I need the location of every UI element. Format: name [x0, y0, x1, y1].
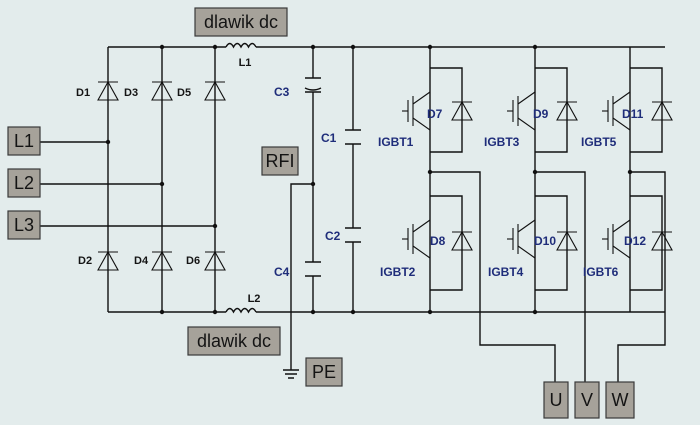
inductor-l2-label: L2: [248, 293, 261, 305]
igbt6-label: IGBT6: [583, 265, 619, 279]
rectifier-diode-d1: [97, 80, 119, 101]
rectifier-diode-d3: [151, 80, 173, 101]
rectifier-diode-d6: [204, 250, 226, 271]
diode-d11-label: D11: [622, 107, 644, 121]
diode-d3-label: D3: [124, 87, 138, 99]
diode-d4-label: D4: [134, 255, 149, 267]
svg-text:W: W: [612, 390, 629, 410]
dc-choke-bottom-label: dlawik dc: [187, 326, 281, 356]
inductor-top: [225, 42, 257, 49]
rfi-label: RFI: [261, 146, 299, 176]
capacitor-c3: [304, 77, 322, 93]
inductor-l1-label: L1: [239, 57, 252, 69]
capacitor-c1: [345, 129, 361, 145]
igbt5-label: IGBT5: [581, 135, 617, 149]
svg-text:U: U: [550, 390, 563, 410]
dc-bus-wires: [40, 46, 666, 382]
capacitor-c2: [345, 227, 361, 243]
inductor-bottom: [225, 307, 257, 314]
diode-d6-label: D6: [186, 255, 200, 267]
svg-text:dlawik dc: dlawik dc: [204, 12, 278, 32]
diode-d12-label: D12: [624, 234, 646, 248]
capacitor-c3-label: C3: [274, 85, 290, 99]
output-terminal-v: V: [574, 381, 600, 419]
junction-dots: [105, 44, 633, 315]
diode-d9-label: D9: [533, 107, 549, 121]
svg-text:L1: L1: [14, 131, 34, 151]
rectifier-diode-d4: [151, 250, 173, 271]
svg-text:V: V: [581, 390, 593, 410]
input-terminal-l2: L2: [7, 168, 41, 198]
svg-text:L2: L2: [14, 173, 34, 193]
output-terminal-u: U: [543, 381, 569, 419]
rectifier-diode-d5: [204, 80, 226, 101]
igbt2-label: IGBT2: [380, 265, 416, 279]
diode-d10-label: D10: [534, 234, 556, 248]
igbt3-label: IGBT3: [484, 135, 520, 149]
capacitor-c4: [305, 261, 321, 277]
output-terminal-w: W: [605, 381, 635, 419]
capacitor-c2-label: C2: [325, 229, 341, 243]
diode-d2-label: D2: [78, 255, 92, 267]
igbt4-label: IGBT4: [488, 265, 524, 279]
svg-text:RFI: RFI: [266, 151, 295, 171]
freewheel-diodes: [451, 100, 673, 251]
diode-d8-label: D8: [430, 234, 446, 248]
igbt1-label: IGBT1: [378, 135, 414, 149]
diode-d1-label: D1: [76, 87, 90, 99]
input-terminal-l1: L1: [7, 126, 41, 156]
capacitor-c1-label: C1: [321, 131, 337, 145]
pe-label: PE: [305, 357, 343, 387]
input-terminal-l3: L3: [7, 210, 41, 240]
igbt-symbols: [402, 91, 631, 259]
diode-d7-label: D7: [427, 107, 443, 121]
diode-d5-label: D5: [177, 87, 191, 99]
capacitor-c4-label: C4: [274, 265, 290, 279]
svg-text:PE: PE: [312, 362, 336, 382]
rectifier-diode-d2: [97, 250, 119, 271]
dc-choke-top-label: dlawik dc: [194, 7, 288, 37]
svg-text:L3: L3: [14, 215, 34, 235]
svg-text:dlawik dc: dlawik dc: [197, 331, 271, 351]
